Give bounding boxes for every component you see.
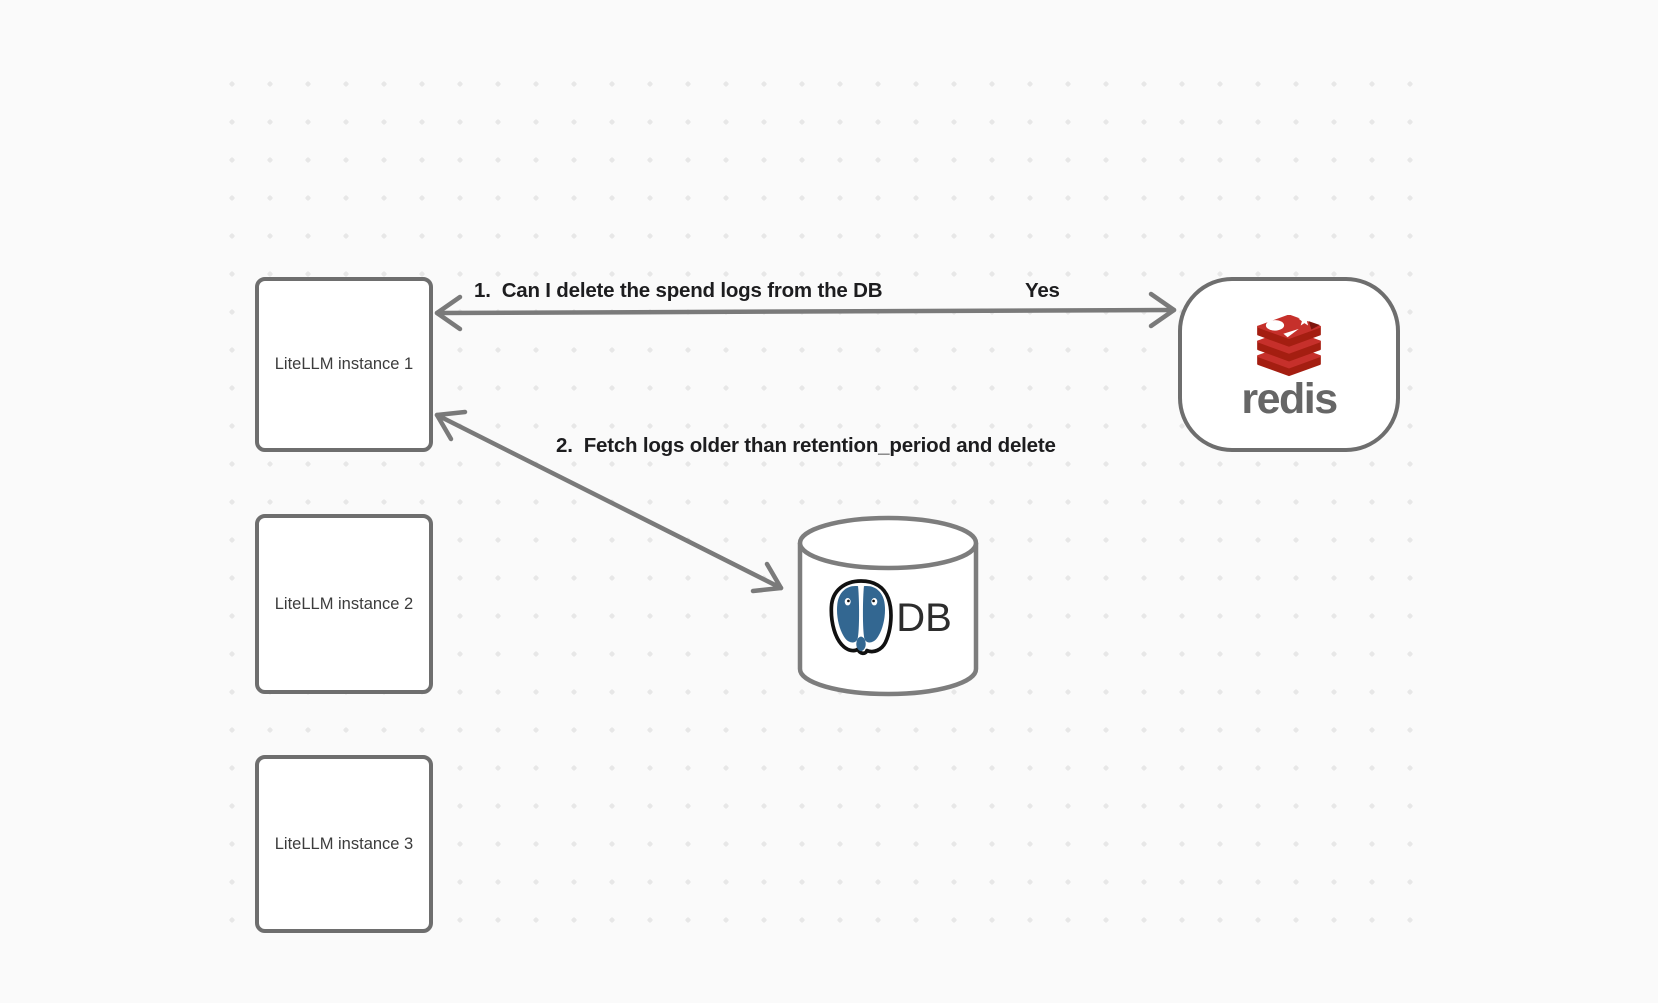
node-label: LiteLLM instance 1	[274, 355, 414, 373]
edge1-response-label[interactable]: Yes	[1025, 279, 1060, 302]
edge2-line	[434, 412, 784, 591]
node-redis[interactable]: redis	[1178, 277, 1400, 452]
edge-instance1-redis[interactable]	[434, 291, 1177, 332]
redis-wordmark-label: redis	[1241, 374, 1338, 423]
edge-instance1-db[interactable]	[434, 409, 784, 594]
redis-stack-icon	[1257, 314, 1321, 376]
node-db-cylinder[interactable]	[794, 512, 982, 700]
edge2-arrowhead-bottom	[750, 561, 784, 594]
node-litellm-instance-3[interactable]: LiteLLM instance 3	[255, 755, 433, 933]
node-label: LiteLLM instance 3	[274, 834, 414, 853]
node-litellm-instance-2[interactable]: LiteLLM instance 2	[255, 514, 433, 694]
node-label: LiteLLM instance 2	[274, 594, 414, 613]
edge1-arrowhead-right	[1148, 291, 1177, 329]
node-litellm-instance-1[interactable]: LiteLLM instance 1	[255, 277, 433, 452]
edge2-arrowhead-top	[434, 409, 468, 442]
edge1-arrowhead-left	[434, 294, 463, 332]
edge1-line	[434, 307, 1177, 316]
edge1-label[interactable]: 1. Can I delete the spend logs from the …	[474, 279, 883, 302]
edge2-label[interactable]: 2. Fetch logs older than retention_perio…	[556, 434, 1056, 457]
